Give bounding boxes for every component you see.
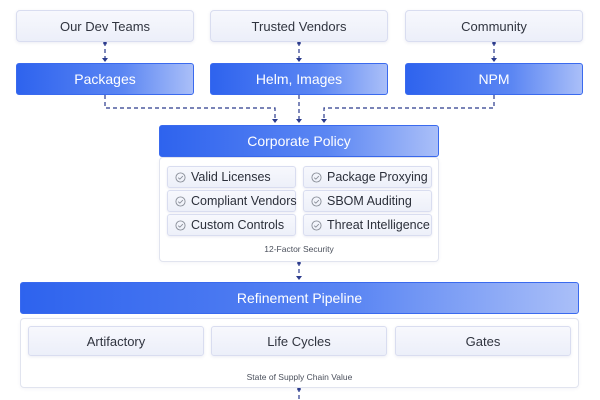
- artifact-label: NPM: [478, 71, 510, 87]
- policy-check-label: SBOM Auditing: [327, 194, 412, 208]
- arrowhead: [296, 119, 302, 123]
- pipeline-stage-label: Life Cycles: [267, 333, 331, 349]
- connector-packages-policy: [104, 95, 276, 120]
- policy-check-custom-controls: Custom Controls: [167, 214, 296, 236]
- source-label: Community: [461, 18, 527, 34]
- policy-check-label: Compliant Vendors: [191, 194, 297, 208]
- check-circle-icon: [311, 171, 322, 183]
- artifact-helm-images: Helm, Images: [210, 63, 388, 95]
- source-our-dev-teams: Our Dev Teams: [16, 10, 194, 42]
- policy-caption: 12-Factor Security: [264, 244, 334, 254]
- arrowhead: [296, 58, 302, 62]
- check-circle-icon: [311, 219, 322, 231]
- pipeline-caption: State of Supply Chain Value: [246, 372, 353, 382]
- source-label: Trusted Vendors: [251, 18, 347, 34]
- pipeline-stage-label: Gates: [465, 333, 501, 349]
- arrowhead: [102, 58, 108, 62]
- pipeline-stage-life-cycles: Life Cycles: [211, 326, 387, 356]
- pipeline-stage-artifactory: Artifactory: [28, 326, 204, 356]
- policy-check-package-proxying: Package Proxying: [303, 166, 432, 188]
- source-label: Our Dev Teams: [59, 18, 151, 34]
- arrowhead: [491, 58, 497, 62]
- artifact-label: Packages: [74, 71, 136, 87]
- refinement-pipeline-header: Refinement Pipeline: [20, 282, 579, 314]
- policy-check-compliant-vendors: Compliant Vendors: [167, 190, 297, 212]
- pipeline-stage-label: Artifactory: [86, 333, 146, 349]
- check-circle-icon: [175, 171, 186, 183]
- policy-check-valid-licenses: Valid Licenses: [167, 166, 296, 188]
- check-circle-icon: [175, 195, 186, 207]
- policy-check-label: Package Proxying: [327, 170, 428, 184]
- policy-check-label: Threat Intelligence: [327, 218, 430, 232]
- check-circle-icon: [311, 195, 322, 207]
- source-trusted-vendors: Trusted Vendors: [210, 10, 388, 42]
- pipeline-stage-gates: Gates: [395, 326, 571, 356]
- connector-dot: [103, 41, 107, 45]
- artifact-npm: NPM: [405, 63, 583, 95]
- corporate-policy-title: Corporate Policy: [247, 133, 351, 149]
- corporate-policy-header: Corporate Policy: [159, 125, 439, 157]
- arrowhead: [272, 119, 278, 123]
- refinement-pipeline-title: Refinement Pipeline: [236, 290, 363, 306]
- check-circle-icon: [175, 219, 186, 231]
- policy-check-sbom-auditing: SBOM Auditing: [303, 190, 432, 212]
- policy-check-label: Valid Licenses: [191, 170, 271, 184]
- source-community: Community: [405, 10, 583, 42]
- connector-dot: [492, 41, 496, 45]
- connector-dot: [297, 387, 301, 391]
- artifact-packages: Packages: [16, 63, 194, 95]
- artifact-label: Helm, Images: [255, 71, 343, 87]
- policy-check-threat-intelligence: Threat Intelligence: [303, 214, 432, 236]
- connector-npm-policy: [323, 95, 495, 120]
- policy-check-label: Custom Controls: [191, 218, 285, 232]
- arrowhead: [296, 276, 302, 280]
- connector-dot: [297, 41, 301, 45]
- arrowhead: [321, 119, 327, 123]
- connector-dot: [297, 261, 301, 265]
